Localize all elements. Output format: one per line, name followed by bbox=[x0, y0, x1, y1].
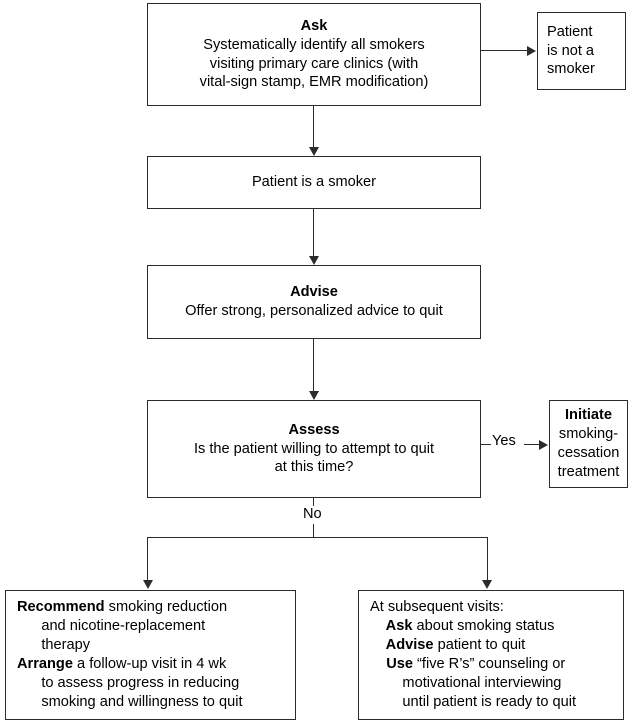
node-initiate-line-2: cessation bbox=[557, 445, 620, 461]
node-is-smoker-line-1: Patient is a smoker bbox=[251, 174, 377, 191]
node-recommend-arrange-line-2-text: and nicotine-replacement bbox=[17, 618, 206, 635]
arrowhead-right-icon bbox=[527, 46, 536, 56]
arrowhead-right-icon bbox=[539, 440, 548, 450]
connector-assess-to-initiate-left bbox=[481, 444, 493, 446]
node-subsequent-visits-line-4: Use “five R’s” counseling or bbox=[370, 655, 565, 674]
node-subsequent-visits-line-4-text: “five R’s” counseling or bbox=[413, 656, 566, 672]
node-not-smoker-line-2: is not a bbox=[547, 42, 595, 59]
node-subsequent-visits-line-6: until patient is ready to quit bbox=[370, 693, 576, 712]
node-recommend-arrange-line-4: Arrange a follow-up visit in 4 wk bbox=[17, 655, 226, 674]
connector-ask-to-not-smoker bbox=[481, 50, 528, 52]
node-subsequent-visits-line-2-keyword: Ask bbox=[370, 618, 413, 635]
node-subsequent-visits-line-1-text: At subsequent visits: bbox=[370, 599, 504, 616]
node-advise[interactable]: Advise Offer strong, personalized advice… bbox=[147, 265, 481, 339]
node-recommend-arrange-line-3: therapy bbox=[17, 636, 90, 655]
node-assess-line-2: at this time? bbox=[274, 459, 354, 476]
node-recommend-arrange[interactable]: Recommend smoking reduction and nicotine… bbox=[5, 590, 296, 720]
node-recommend-arrange-line-4-text: a follow-up visit in 4 wk bbox=[72, 656, 227, 672]
node-ask-line-1: Systematically identify all smokers bbox=[203, 36, 425, 53]
node-subsequent-visits-line-4-keyword: Use bbox=[370, 656, 413, 672]
node-ask-line-2: visiting primary care clinics (with bbox=[209, 55, 419, 72]
arrowhead-down-icon bbox=[308, 256, 319, 265]
arrowhead-down-icon bbox=[482, 580, 492, 589]
connector-assess-down-lower bbox=[313, 524, 315, 538]
node-recommend-arrange-line-1: Recommend smoking reduction bbox=[17, 598, 227, 617]
connector-is-smoker-to-advise bbox=[313, 209, 315, 259]
connector-ask-to-is-smoker bbox=[313, 106, 315, 150]
node-ask-heading: Ask bbox=[300, 17, 328, 34]
connector-advise-to-assess bbox=[313, 339, 315, 394]
connector-no-branch-right bbox=[486, 537, 488, 584]
node-subsequent-visits-line-3: Advise patient to quit bbox=[370, 636, 526, 655]
node-recommend-arrange-line-1-text: smoking reduction bbox=[104, 599, 228, 616]
node-assess-heading: Assess bbox=[288, 421, 340, 438]
node-subsequent-visits-line-5: motivational interviewing bbox=[370, 674, 561, 693]
node-recommend-arrange-line-3-text: therapy bbox=[17, 637, 91, 654]
connector-no-branch-bar bbox=[147, 537, 488, 539]
node-not-smoker-line-1: Patient bbox=[547, 23, 593, 40]
node-advise-heading: Advise bbox=[290, 284, 338, 301]
node-recommend-arrange-line-4-keyword: Arrange bbox=[17, 656, 73, 672]
arrowhead-down-icon bbox=[308, 391, 319, 400]
node-subsequent-visits-line-6-text: until patient is ready to quit bbox=[370, 693, 577, 710]
edge-label-no: No bbox=[301, 506, 324, 522]
node-initiate-heading: Initiate bbox=[564, 407, 613, 424]
node-recommend-arrange-line-5-text: to assess progress in reducing bbox=[17, 674, 240, 691]
node-subsequent-visits-line-5-text: motivational interviewing bbox=[370, 674, 562, 691]
node-advise-line-1: Offer strong, personalized advice to qui… bbox=[185, 303, 443, 319]
node-patient-is-not-a-smoker[interactable]: Patient is not a smoker bbox=[537, 12, 626, 90]
edge-label-yes: Yes bbox=[491, 433, 517, 449]
node-subsequent-visits-line-1: At subsequent visits: bbox=[370, 598, 504, 617]
node-subsequent-visits-line-2: Ask about smoking status bbox=[370, 617, 555, 636]
node-ask[interactable]: Ask Systematically identify all smokers … bbox=[147, 3, 481, 106]
node-recommend-arrange-line-1-keyword: Recommend bbox=[17, 599, 105, 616]
node-initiate-treatment[interactable]: Initiate smoking- cessation treatment bbox=[549, 400, 628, 488]
node-recommend-arrange-line-5: to assess progress in reducing bbox=[17, 674, 239, 693]
node-initiate-line-3: treatment bbox=[557, 463, 620, 480]
node-recommend-arrange-line-6-text: smoking and willingness to quit bbox=[17, 693, 243, 710]
node-initiate-line-1: smoking- bbox=[558, 426, 619, 443]
connector-assess-down-upper bbox=[313, 498, 315, 506]
connector-assess-to-initiate-right bbox=[524, 444, 540, 446]
node-subsequent-visits[interactable]: At subsequent visits: Ask about smoking … bbox=[358, 590, 624, 720]
node-assess-line-1: Is the patient willing to attempt to qui… bbox=[193, 440, 435, 457]
node-patient-is-a-smoker[interactable]: Patient is a smoker bbox=[147, 156, 481, 209]
node-assess[interactable]: Assess Is the patient willing to attempt… bbox=[147, 400, 481, 498]
node-recommend-arrange-line-2: and nicotine-replacement bbox=[17, 617, 205, 636]
node-recommend-arrange-line-6: smoking and willingness to quit bbox=[17, 693, 243, 712]
arrowhead-down-icon bbox=[308, 147, 319, 156]
node-subsequent-visits-line-3-text: patient to quit bbox=[433, 637, 526, 654]
node-subsequent-visits-line-3-keyword: Advise bbox=[370, 637, 434, 654]
node-ask-line-3: vital-sign stamp, EMR modification) bbox=[199, 74, 429, 91]
node-subsequent-visits-line-2-text: about smoking status bbox=[412, 618, 555, 635]
arrowhead-down-icon bbox=[142, 580, 153, 589]
connector-no-branch-left bbox=[147, 537, 149, 584]
node-not-smoker-line-3: smoker bbox=[547, 61, 595, 78]
